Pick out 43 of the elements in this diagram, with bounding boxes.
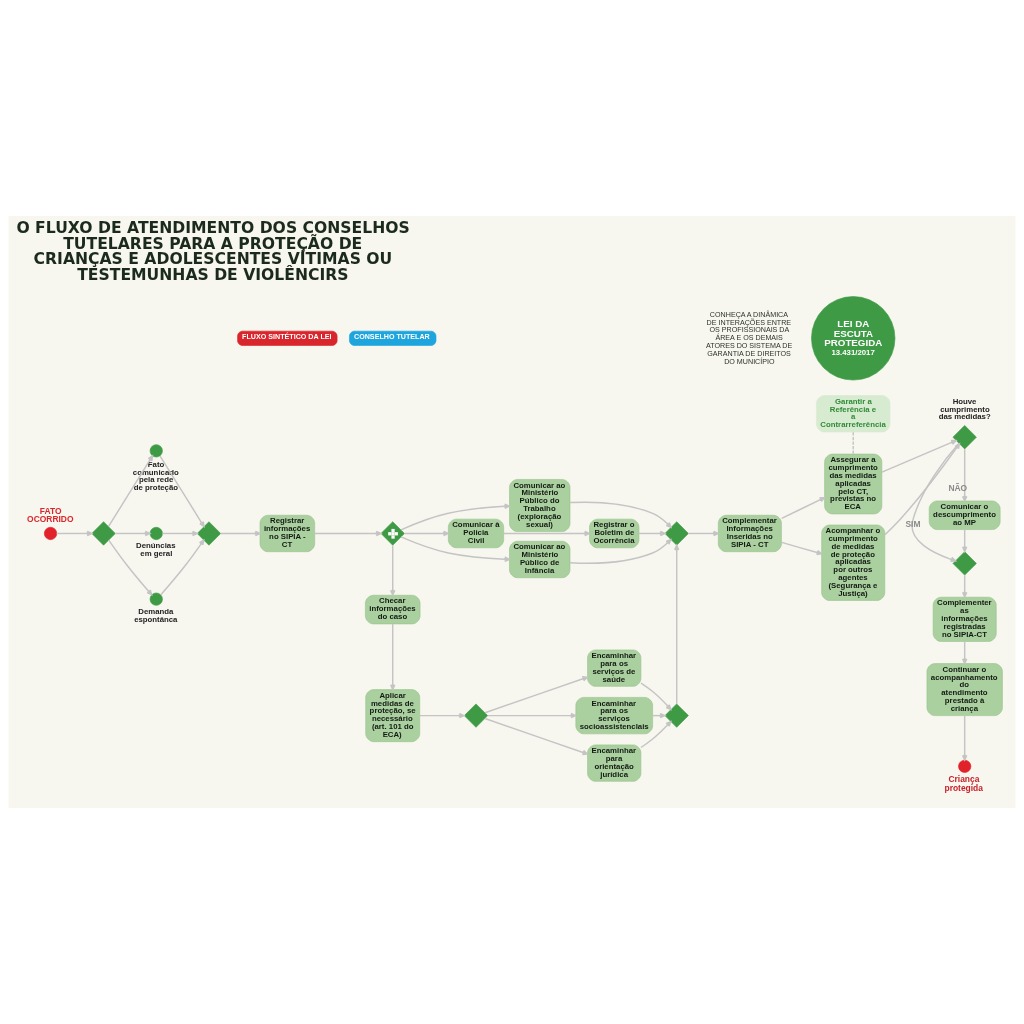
arrow — [484, 676, 589, 714]
arrow — [503, 530, 591, 537]
node-diamond — [380, 521, 405, 546]
arrow — [640, 682, 672, 711]
arrow — [220, 530, 261, 537]
edge-label: SIM — [905, 519, 921, 530]
node-circle — [149, 526, 163, 540]
arrow — [389, 623, 396, 691]
arrow — [107, 455, 154, 528]
arrow — [961, 448, 968, 502]
node-circle — [149, 592, 163, 606]
arrow — [961, 715, 968, 761]
arrow — [640, 720, 672, 749]
arrow — [108, 539, 153, 596]
node-label: FATO OCORRIDO — [27, 505, 74, 525]
arrow — [487, 712, 577, 719]
edge-label: NÃO — [948, 483, 968, 494]
node-diamond — [91, 521, 116, 546]
arrow — [114, 530, 151, 537]
arrow — [314, 530, 382, 537]
arrow — [569, 538, 672, 564]
arrow — [161, 530, 198, 537]
arrow — [159, 455, 205, 528]
connector — [852, 431, 854, 455]
node-circle — [149, 444, 163, 458]
arrow — [569, 501, 672, 529]
node-diamond — [952, 551, 977, 576]
arrow — [400, 503, 511, 531]
node-circle — [44, 526, 58, 540]
arrow — [419, 712, 465, 719]
arrow — [781, 541, 823, 556]
arrow — [638, 530, 666, 537]
arrow — [484, 717, 589, 756]
arrow — [160, 539, 205, 596]
node-diamond — [463, 703, 489, 728]
diagram-title: O FLUXO DE ATENDIMENTO DOS CONSELHOS TUTELARES PARA A PROTEÇÃO DE CRIANÇAS E ADOLESCENTES VÍTIMAS OU TESTEMUNHAS DE VIOLÊNCIRS — [16, 219, 410, 284]
node-circle — [958, 759, 972, 773]
arrow — [781, 496, 826, 520]
node-label: Criança protegida — [944, 774, 983, 793]
arrow — [403, 530, 449, 537]
arrow — [687, 530, 719, 537]
arrow — [389, 544, 396, 596]
arrow — [673, 544, 680, 705]
